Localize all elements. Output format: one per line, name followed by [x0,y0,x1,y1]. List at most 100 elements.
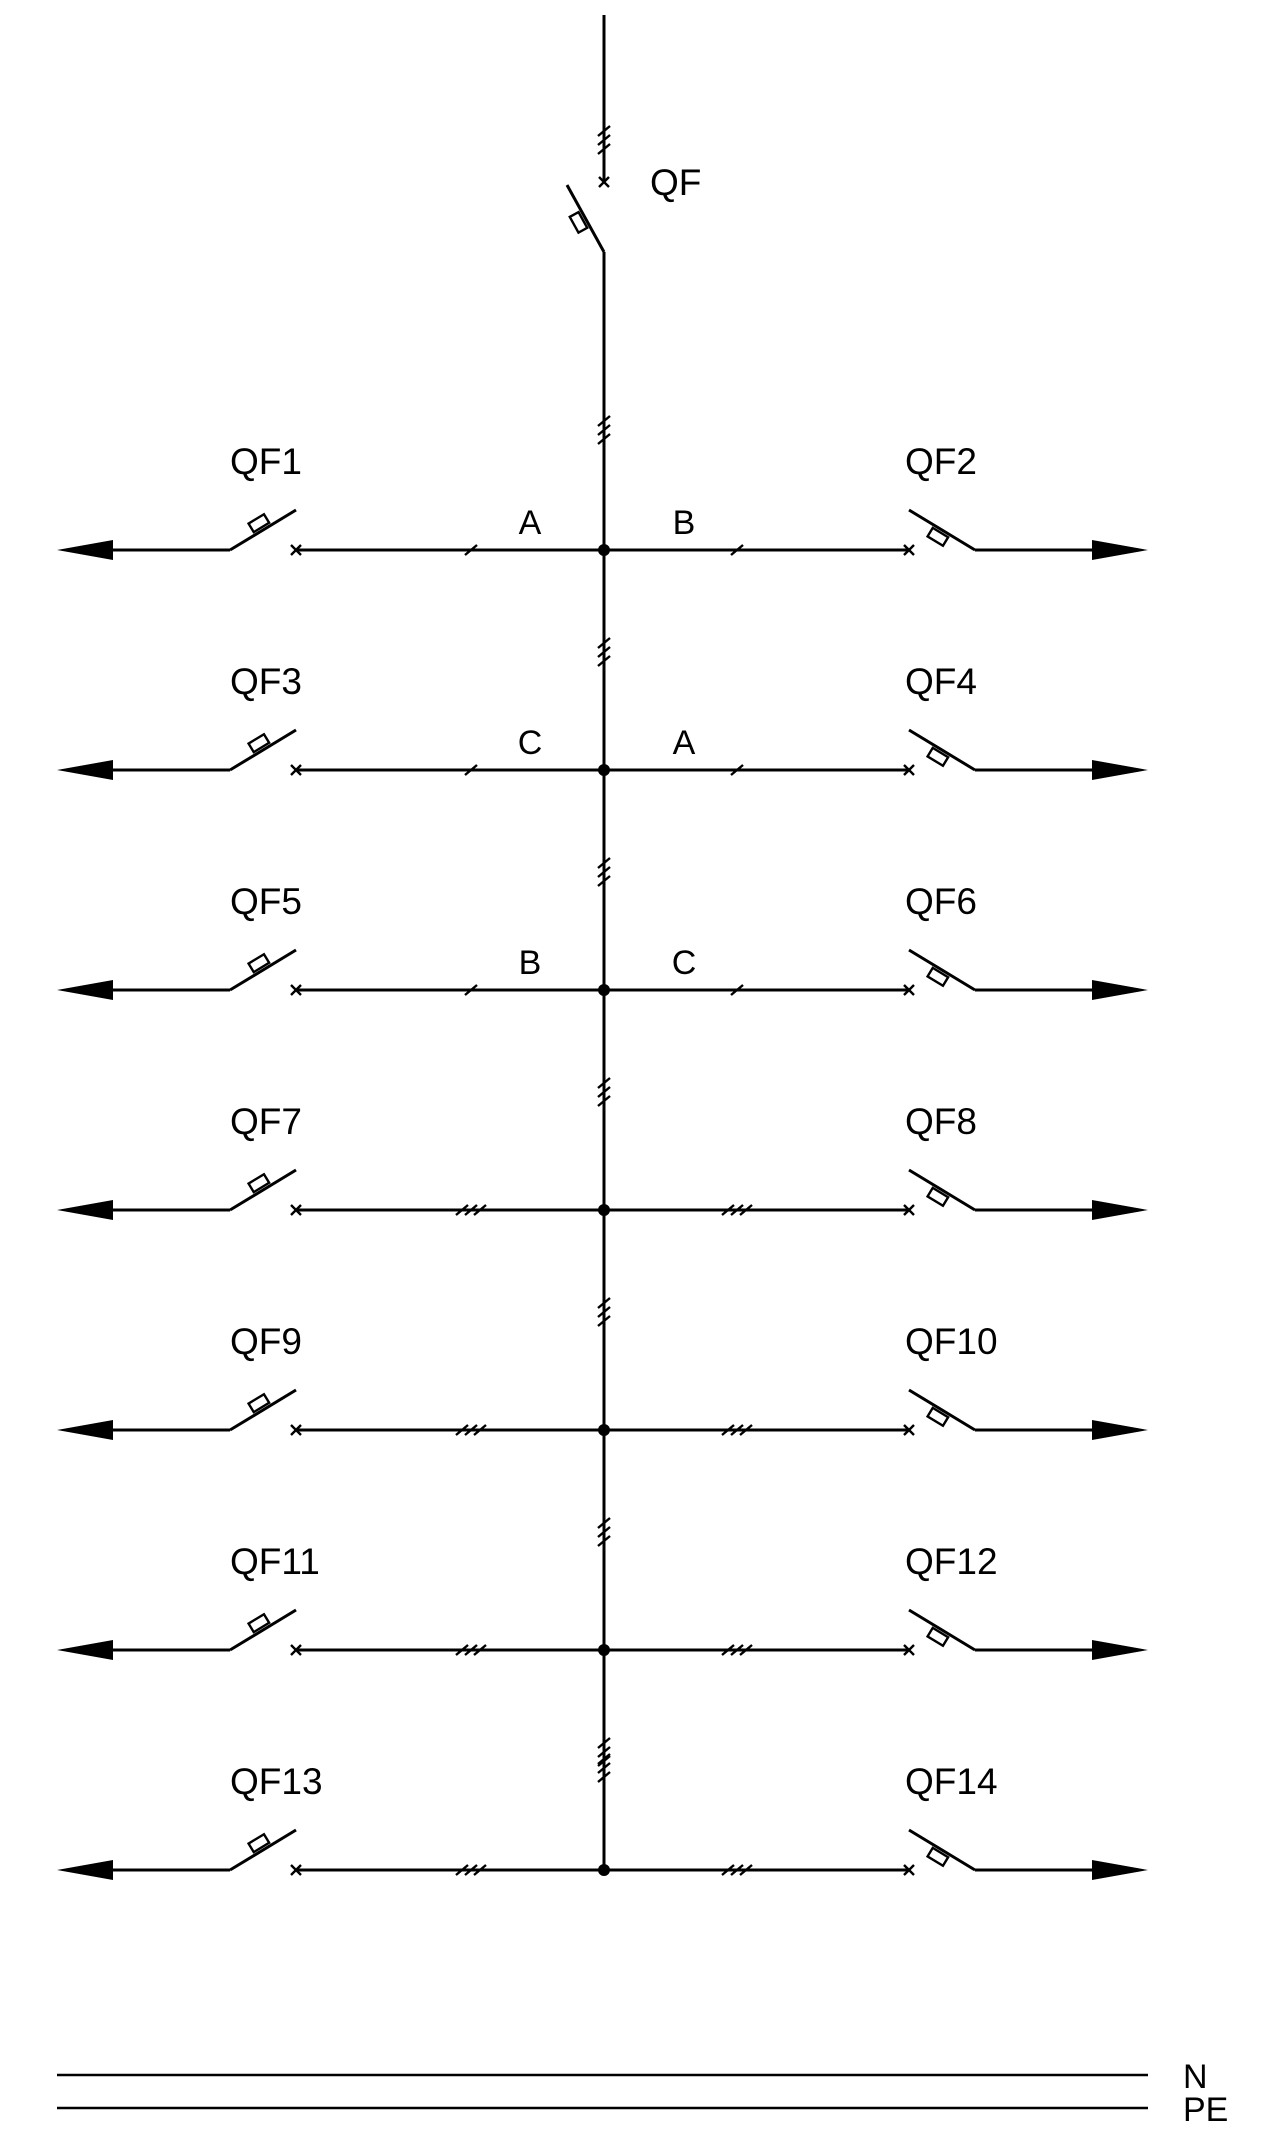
left-conductor-ticks [464,764,478,776]
conductor-tick [597,134,611,146]
left-breaker-contact-x [290,1864,302,1876]
x-stroke [290,1644,302,1656]
right-conductor-ticks [721,1864,753,1876]
conductor-tick [721,1204,735,1216]
left-outgoing-arrow [57,540,113,560]
x-stroke [903,1644,915,1656]
left-outgoing-arrow [57,1640,113,1660]
right-phase-label: B [673,504,696,542]
breaker-blade [908,1388,976,1432]
breaker-actuator [246,952,271,974]
x-stroke [903,764,915,776]
right-breaker-label: QF12 [905,1541,998,1582]
right-conductor-ticks [721,1204,753,1216]
conductor-tick [597,1746,611,1758]
conductor-tick [597,424,611,436]
conductor-tick [597,866,611,878]
breaker-blade [229,948,297,992]
right-breaker-symbol [908,728,976,772]
right-breaker-contact-x [903,1204,915,1216]
conductor-tick [597,125,611,137]
bus-label-n: N [1183,2058,1208,2096]
bus-conductor-ticks [597,637,611,667]
left-breaker-label: QF13 [230,1761,323,1802]
conductor-tick [730,544,744,556]
breaker-blade [908,1168,976,1212]
right-outgoing-arrow [1092,760,1148,780]
left-conductor-ticks [455,1204,487,1216]
bus-label-pe: PE [1183,2091,1228,2129]
right-breaker-symbol [908,1388,976,1432]
right-breaker-label: QF2 [905,441,977,482]
conductor-tick [455,1864,469,1876]
conductor-tick [739,1864,753,1876]
breaker-blade [229,1388,297,1432]
breaker-actuator [925,526,950,548]
conductor-tick [730,1424,744,1436]
conductor-tick [597,1526,611,1538]
right-breaker-contact-x [903,764,915,776]
left-phase-label: B [519,944,542,982]
left-breaker-contact-x [290,764,302,776]
right-breaker-contact-x [903,984,915,996]
left-breaker-symbol [229,508,297,552]
conductor-tick [455,1204,469,1216]
x-stroke [290,1424,302,1436]
conductor-tick [739,1204,753,1216]
breaker-blade [229,1828,297,1872]
conductor-tick [730,984,744,996]
right-breaker-contact-x [903,1424,915,1436]
breaker-blade [229,728,297,772]
right-breaker-symbol [908,948,976,992]
breaker-actuator [246,512,271,534]
x-stroke [903,1204,915,1216]
right-outgoing-arrow [1092,540,1148,560]
conductor-tick [597,1315,611,1327]
conductor-tick [597,1753,611,1765]
breaker-actuator [568,210,589,235]
right-breaker-contact-x [903,1864,915,1876]
breaker-actuator [925,1846,950,1868]
left-breaker-label: QF1 [230,441,302,482]
conductor-tick [464,984,478,996]
left-conductor-ticks [464,984,478,996]
conductor-tick [721,1424,735,1436]
left-breaker-symbol [229,1388,297,1432]
left-breaker-contact-x [290,544,302,556]
conductor-tick [597,1771,611,1783]
x-stroke [290,984,302,996]
conductor-tick [721,1864,735,1876]
left-outgoing-arrow [57,980,113,1000]
right-conductor-ticks [730,764,744,776]
right-conductor-ticks [730,544,744,556]
left-breaker-label: QF5 [230,881,302,922]
right-phase-label: A [673,724,696,762]
conductor-tick [473,1204,487,1216]
x-stroke [290,1204,302,1216]
right-breaker-contact-x [903,1644,915,1656]
conductor-tick [597,415,611,427]
conductor-tick [455,1644,469,1656]
right-outgoing-arrow [1092,1640,1148,1660]
breaker-actuator [246,1832,271,1854]
x-stroke [290,544,302,556]
x-stroke [290,764,302,776]
bus-conductor-ticks [597,1517,611,1547]
right-conductor-ticks [721,1644,753,1656]
conductor-tick [597,1306,611,1318]
left-breaker-symbol [229,1608,297,1652]
incoming-conductor-ticks [597,125,611,155]
left-breaker-label: QF7 [230,1101,302,1142]
breaker-actuator [246,1172,271,1194]
bus-conductor-ticks [597,1753,611,1783]
right-phase-label: C [672,944,697,982]
left-breaker-contact-x [290,984,302,996]
left-breaker-label: QF11 [230,1541,320,1582]
x-stroke [290,1864,302,1876]
conductor-tick [597,1517,611,1529]
left-breaker-symbol [229,1168,297,1212]
